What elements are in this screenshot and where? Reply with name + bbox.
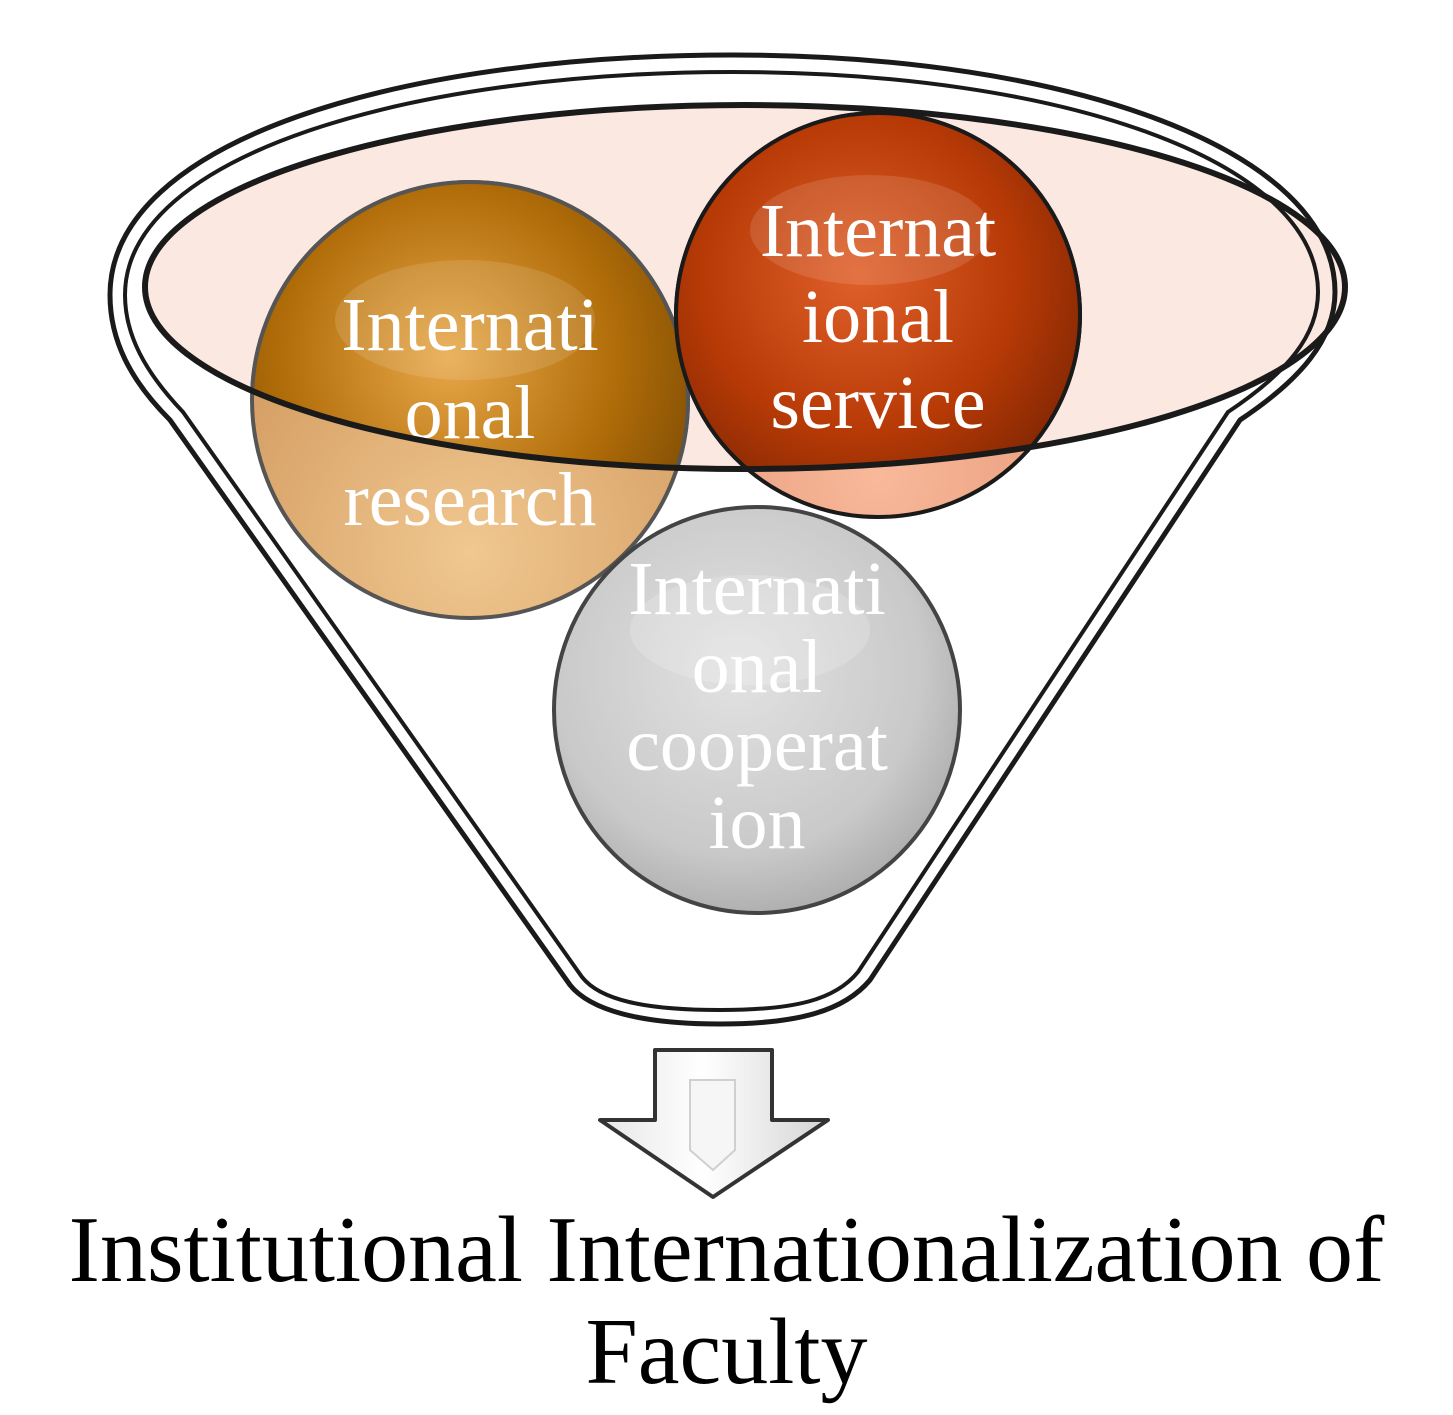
funnel-body-inner-line: [122, 69, 1321, 1013]
ball-research-line-1: Internati: [341, 283, 598, 367]
funnel-body: [107, 52, 1338, 1027]
funnel-opening-rim: [142, 102, 1348, 472]
ball-cooperation-line-1: Internati: [628, 547, 885, 631]
ball-service-line-1: Internat: [760, 189, 996, 273]
diagram-caption-line-2: Faculty: [585, 1300, 868, 1404]
ball-international-cooperation: Internati onal cooperat ion: [552, 505, 962, 915]
diagram-caption-line-1: Institutional Internationalization of: [68, 1198, 1385, 1302]
ball-international-research: Internati onal research: [250, 180, 690, 620]
ball-cooperation-line-4: ion: [708, 781, 805, 865]
ball-research-line-3: research: [343, 458, 596, 542]
ball-international-service: Internat ional service: [674, 111, 1082, 519]
down-arrow-icon: [598, 1048, 830, 1199]
ball-service-line-3: service: [770, 361, 985, 445]
ball-cooperation-line-3: cooperat: [626, 703, 888, 787]
ball-service-line-2: ional: [802, 275, 954, 359]
ball-cooperation-line-2: onal: [692, 625, 823, 709]
